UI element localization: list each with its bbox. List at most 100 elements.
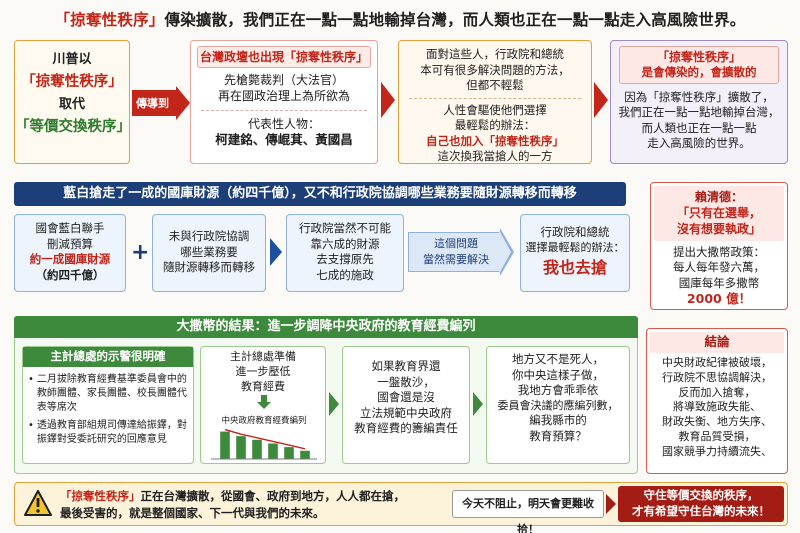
exec-line2: 本可有很多解決問題的方法， bbox=[420, 62, 570, 77]
mini-line3: 教育經費 bbox=[241, 379, 285, 393]
row2-box-budget-cut: 國會藍白聯手 刪減預算 約一成國庫財源 （約四千億） bbox=[14, 214, 126, 292]
warning-bullet1: 二月拔除教育經費基準委員會中的教師團體、家長團體、校長團體代表等席次 bbox=[36, 373, 187, 413]
row2-box-grab-too: 行政院和總統 選擇最輕鬆的辦法： 我也去搶 bbox=[520, 214, 630, 292]
bottom-middle-box: 今天不阻止，明天會更難收拾！ bbox=[452, 490, 604, 533]
row1-box-contagious: 「掠奪性秩序」 是會傳染的，會擴散的 因為「掠奪性秩序」擴散了， 我們正在一點一… bbox=[610, 40, 788, 164]
exec-line7: 這次換我當搶人的一方 bbox=[437, 149, 553, 164]
warn-quote: 「掠奪性秩序」 bbox=[60, 489, 141, 503]
down-arrow-icon bbox=[257, 395, 271, 409]
contagious-head2: 是會傳染的，會擴散的 bbox=[641, 65, 757, 80]
taiwan-head: 台灣政壇也出現「掠奪性秩序」 bbox=[197, 46, 371, 69]
taiwan-line3: 代表性人物： bbox=[247, 116, 320, 131]
plus-sign: + bbox=[131, 240, 150, 265]
right-line2: 才有希望守住台灣的未來！ bbox=[632, 503, 770, 518]
row1-box-executive: 面對這些人，行政院和總統 本可有很多解決問題的方法， 但都不輕鬆 人性會驅使他們… bbox=[398, 40, 592, 164]
lai-line6: 國庫每年多撒幣 bbox=[678, 275, 760, 290]
row1-box-trump: 川普以 「掠奪性秩序」 取代 「等價交換秩序」 bbox=[14, 40, 131, 164]
exec-line4: 人性會驅使他們選擇 bbox=[443, 102, 547, 117]
row1-box-taiwan-politics: 台灣政壇也出現「掠奪性秩序」 先槍斃裁判（大法官） 再在國政治理上為所欲為 代表… bbox=[190, 40, 378, 164]
chart-label: 中央政府教育經費編列 bbox=[221, 415, 306, 426]
trump-quote: 「掠奪性秩序」 bbox=[21, 73, 123, 90]
conclusion-line7: 國家競爭力持續流失、 bbox=[662, 444, 772, 458]
conclusion-line2: 行政院不思協調解決， bbox=[662, 370, 772, 384]
cut-line3: 約一成國庫財源 bbox=[29, 252, 111, 267]
row3-conclusion: 結論 中央財政紀律被破壞， 行政院不思協調解決， 反而加入搶奪， 將導致施政失能… bbox=[646, 328, 788, 474]
lai-line5: 每人每年發六萬， bbox=[673, 260, 765, 275]
local-line4: 委員會決議的應編列數， bbox=[497, 398, 619, 412]
row3-mini-chart-card: 主計總處準備 進一步壓低 教育經費 中央政府教育經費編列 bbox=[200, 346, 326, 464]
sixty-line2: 靠六成的財源 bbox=[310, 236, 380, 251]
contagious-line2: 我們正在一點一點地輸掉台灣， bbox=[618, 105, 780, 120]
cut-line2: 刪減預算 bbox=[47, 236, 93, 251]
arrow-row3-b bbox=[473, 392, 483, 416]
chart-bar bbox=[300, 450, 310, 459]
lai-line3: 沒有想要執政」 bbox=[676, 222, 761, 237]
arrow-row1-a bbox=[381, 82, 395, 118]
bar-group bbox=[220, 431, 310, 459]
contagious-line4: 走入高風險的世界。 bbox=[647, 136, 751, 151]
trump-quote2: 「等價交換秩序」 bbox=[15, 118, 131, 135]
warn-line1-rest: 正在台灣擴散，從國會、政府到地方，人人都在搶， bbox=[140, 489, 406, 503]
row2-box-sixty-percent: 行政院當然不可能 靠六成的財源 去支撐原先 七成的施政 bbox=[286, 214, 404, 292]
conclusion-line5: 財政失衡、地方失序、 bbox=[662, 415, 772, 429]
chart-bar bbox=[268, 443, 278, 459]
warning-triangle-icon bbox=[24, 490, 52, 516]
warning-bullet2: 透過教育部組規司傳達給振鐸，對振鐸對受委託研究的回應意見 bbox=[36, 419, 187, 445]
sand-line1: 如果教育界還 bbox=[371, 359, 441, 373]
contagious-line1: 因為「掠奪性秩序」擴散了， bbox=[624, 89, 774, 104]
contagious-line3: 而人類也正在一點一點 bbox=[641, 120, 757, 135]
title-rest: 傳染擴散，我們正在一點一點地輸掉台灣，而人類也正在一點一點走入高風險世界。 bbox=[164, 11, 746, 29]
sixty-line3: 去支撐原先 bbox=[316, 252, 374, 267]
taiwan-line1: 先槍斃裁判（大法官） bbox=[223, 73, 344, 88]
sixty-line1: 行政院當然不可能 bbox=[299, 221, 391, 235]
arrow-row3-a bbox=[329, 392, 339, 416]
sand-line5: 教育經費的籌編責任 bbox=[354, 421, 458, 436]
nocoord-line1: 未與行政院協調 bbox=[168, 229, 250, 243]
grab-line2: 選擇最輕鬆的辦法： bbox=[525, 240, 625, 254]
sand-line4: 立法規範中央政府 bbox=[360, 405, 452, 420]
chart-bar bbox=[236, 436, 246, 459]
row3-left-panel: 主計總處的示警很明確 •二月拔除教育經費基準委員會中的教師團體、家長團體、校長團… bbox=[22, 346, 194, 464]
lai-line2: 「只有在選舉， bbox=[676, 206, 761, 221]
local-line3: 我地方會乖乖依 bbox=[517, 383, 599, 398]
warning-text: 「掠奪性秩序」正在台灣擴散，從國會、政府到地方，人人都在搶， 最後受害的，就是整… bbox=[60, 488, 450, 523]
conclusion-line6: 教育品質受損， bbox=[678, 430, 756, 444]
row2-quote-box: 賴清德： 「只有在選舉， 沒有想要執政」 提出大撒幣政策： 每人每年發六萬， 國… bbox=[650, 182, 788, 310]
education-budget-chart: 中央政府教育經費編列 bbox=[211, 415, 317, 460]
conclusion-line4: 將導致施政失能、 bbox=[673, 400, 761, 414]
row3-box-education-sand: 如果教育界還 一盤散沙， 國會還是沒 立法規範中央政府 教育經費的籌編責任 bbox=[342, 346, 470, 464]
bottom-right-box: 守住等價交換的秩序， 才有希望守住台灣的未來！ bbox=[618, 486, 784, 522]
nocoord-line2: 哪些業務要 bbox=[180, 244, 238, 259]
arrow-transmit: 傳導到 bbox=[132, 86, 190, 120]
local-line5: 編我縣市的 bbox=[529, 413, 587, 428]
lai-line7: 2000 億！ bbox=[686, 291, 752, 307]
local-line2: 你中央這樣子做， bbox=[512, 367, 604, 382]
warn-line2: 最後受害的，就是整個國家、下一代與我們的未來。 bbox=[60, 506, 325, 521]
grab-line3: 我也去搶 bbox=[542, 258, 607, 278]
right-line1: 守住等價交換的秩序， bbox=[643, 488, 759, 502]
sand-line3: 國會還是沒 bbox=[377, 390, 435, 405]
title-quote: 「掠奪性秩序」 bbox=[54, 11, 165, 29]
conclusion-head: 結論 bbox=[650, 332, 784, 353]
row2-arrow-problem: 這個問題 當然需要解決 bbox=[408, 228, 514, 276]
arrow-row2-a bbox=[270, 238, 282, 266]
problem-line2: 當然需要解決 bbox=[423, 253, 489, 266]
trend-line bbox=[224, 428, 306, 450]
bottom-arrow bbox=[606, 494, 616, 514]
problem-line1: 這個問題 bbox=[434, 237, 478, 250]
exec-line1: 面對這些人，行政院和總統 bbox=[426, 47, 564, 61]
sand-line2: 一盤散沙， bbox=[377, 374, 435, 389]
trump-line1: 川普以 bbox=[52, 52, 92, 67]
exec-line3: 但都不輕鬆 bbox=[466, 78, 524, 93]
arrow-row1-b bbox=[594, 82, 608, 118]
mini-line2: 進一步壓低 bbox=[235, 364, 291, 378]
row2-banner: 藍白搶走了一成的國庫財源（約四千億），又不和行政院協調哪些業務要隨財源轉移而轉移 bbox=[14, 182, 626, 206]
lai-line1: 賴清德： bbox=[694, 190, 743, 204]
contagious-head1: 「掠奪性秩序」 bbox=[656, 50, 741, 64]
sixty-line4: 七成的施政 bbox=[316, 267, 374, 282]
warning-head: 主計總處的示警很明確 bbox=[23, 347, 193, 367]
exec-line6: 自己也加入「掠奪性秩序」 bbox=[426, 133, 564, 148]
taiwan-line2: 再在國政治理上為所欲為 bbox=[217, 89, 350, 104]
lai-line4: 提出大撒幣政策： bbox=[673, 244, 765, 259]
local-line6: 教育預算？ bbox=[529, 428, 587, 443]
